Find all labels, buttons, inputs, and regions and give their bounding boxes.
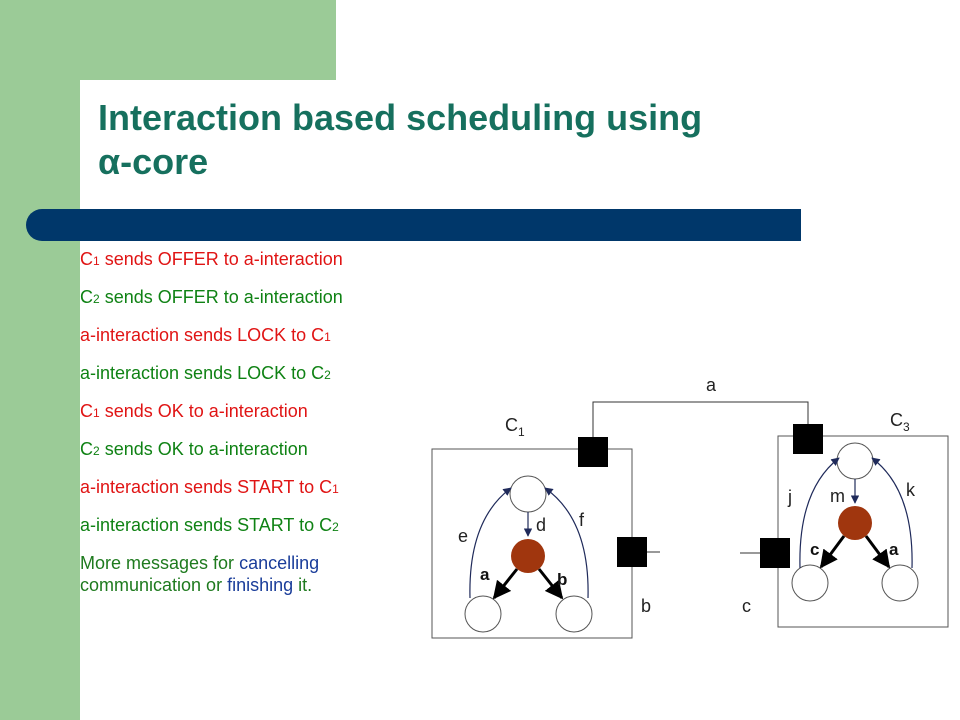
message-item: a-interaction sends LOCK to C2 <box>80 363 331 383</box>
message-list: C1 sends OFFER to a-interaction C2 sends… <box>80 248 440 596</box>
c3-right-state <box>881 564 919 602</box>
c3-label-m: m <box>830 486 845 506</box>
component-c3-label: C3 <box>890 410 910 434</box>
c3-label-a: a <box>889 540 899 559</box>
port-c-label: c <box>742 596 751 616</box>
c1-arrow-e <box>469 487 512 599</box>
slide-title: Interaction based scheduling using α-cor… <box>98 96 858 184</box>
port-b-c1 <box>617 537 647 567</box>
c1-arrow-b <box>537 568 564 600</box>
c3-label-j: j <box>787 487 792 507</box>
c3-left-state <box>791 564 829 602</box>
c3-label-c: c <box>810 540 819 559</box>
c3-center-node <box>838 506 872 540</box>
port-a-c1 <box>578 437 608 467</box>
c3-top-state <box>836 442 874 480</box>
port-a-c3 <box>793 424 823 454</box>
c1-label-f: f <box>579 510 585 530</box>
c3-arrow-c <box>819 535 846 569</box>
top-green-block <box>80 0 336 80</box>
message-item: C1 sends OFFER to a-interaction <box>80 249 343 269</box>
message-item: a-interaction sends LOCK to C1 <box>80 325 331 345</box>
message-item: C1 sends OK to a-interaction <box>80 401 308 421</box>
port-c-c3 <box>760 538 790 568</box>
c1-center-node <box>511 539 545 573</box>
title-line-2: α-core <box>98 141 209 182</box>
interaction-a-label: a <box>706 375 717 395</box>
message-item: C2 sends OK to a-interaction <box>80 439 308 459</box>
c1-right-state <box>555 595 593 633</box>
c3-arrow-a <box>864 535 891 569</box>
c1-label-b: b <box>557 570 567 589</box>
interaction-a-connector <box>592 401 809 448</box>
port-b-label: b <box>641 596 651 616</box>
c1-arrow-a <box>492 568 519 600</box>
c3-arrow-k <box>871 457 913 569</box>
c1-top-state <box>509 475 547 513</box>
c1-label-e: e <box>458 526 468 546</box>
c3-arrow-j <box>799 457 840 569</box>
message-item: C2 sends OFFER to a-interaction <box>80 287 343 307</box>
left-green-bar <box>0 0 80 720</box>
c1-left-state <box>464 595 502 633</box>
component-c1-label: C1 <box>505 415 525 439</box>
message-item: a-interaction sends START to C2 <box>80 515 339 535</box>
title-line-1: Interaction based scheduling using <box>98 97 703 138</box>
c1-label-a: a <box>480 565 490 584</box>
title-divider-band <box>26 209 801 241</box>
c3-label-k: k <box>906 480 916 500</box>
c1-arrow-f <box>544 487 589 599</box>
c1-label-d: d <box>536 515 546 535</box>
message-item: a-interaction sends START to C1 <box>80 477 339 497</box>
